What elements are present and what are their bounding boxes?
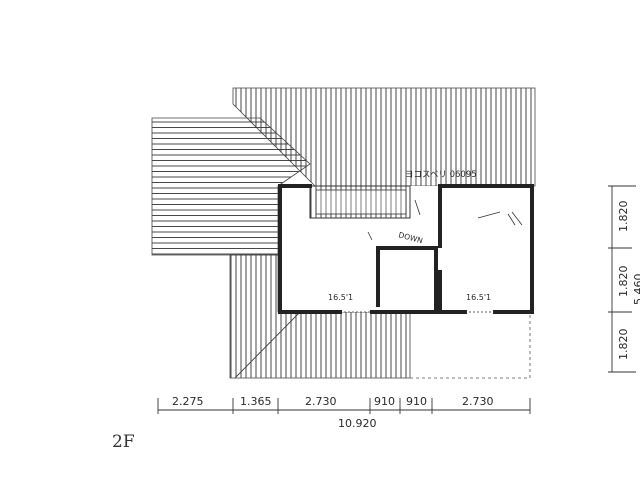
- dim-right-3: 1.820: [617, 329, 630, 361]
- room-right: [442, 186, 530, 312]
- room-left-label: 16.5'1: [328, 293, 353, 302]
- dim-bottom-2: 1.365: [240, 395, 272, 408]
- room-right-label: 16.5'1: [466, 293, 491, 302]
- floor-label: 2F: [112, 432, 135, 452]
- dim-bottom-total: 10.920: [338, 417, 377, 430]
- skylight-note: ヨコスベリ 06095: [405, 170, 477, 180]
- right-dimension: [608, 185, 636, 373]
- dim-bottom-1: 2.275: [172, 395, 204, 408]
- eave-dashed-outline: [410, 312, 531, 379]
- dim-bottom-6: 2.730: [462, 395, 494, 408]
- dim-bottom-4: 910: [374, 395, 395, 408]
- dim-right-total: 5.460: [632, 274, 640, 306]
- walls: [278, 184, 534, 314]
- bottom-dimension: [157, 398, 531, 414]
- dim-bottom-3: 2.730: [305, 395, 337, 408]
- dim-right-2: 1.820: [617, 266, 630, 298]
- dim-bottom-5: 910: [406, 395, 427, 408]
- dim-right-1: 1.820: [617, 201, 630, 233]
